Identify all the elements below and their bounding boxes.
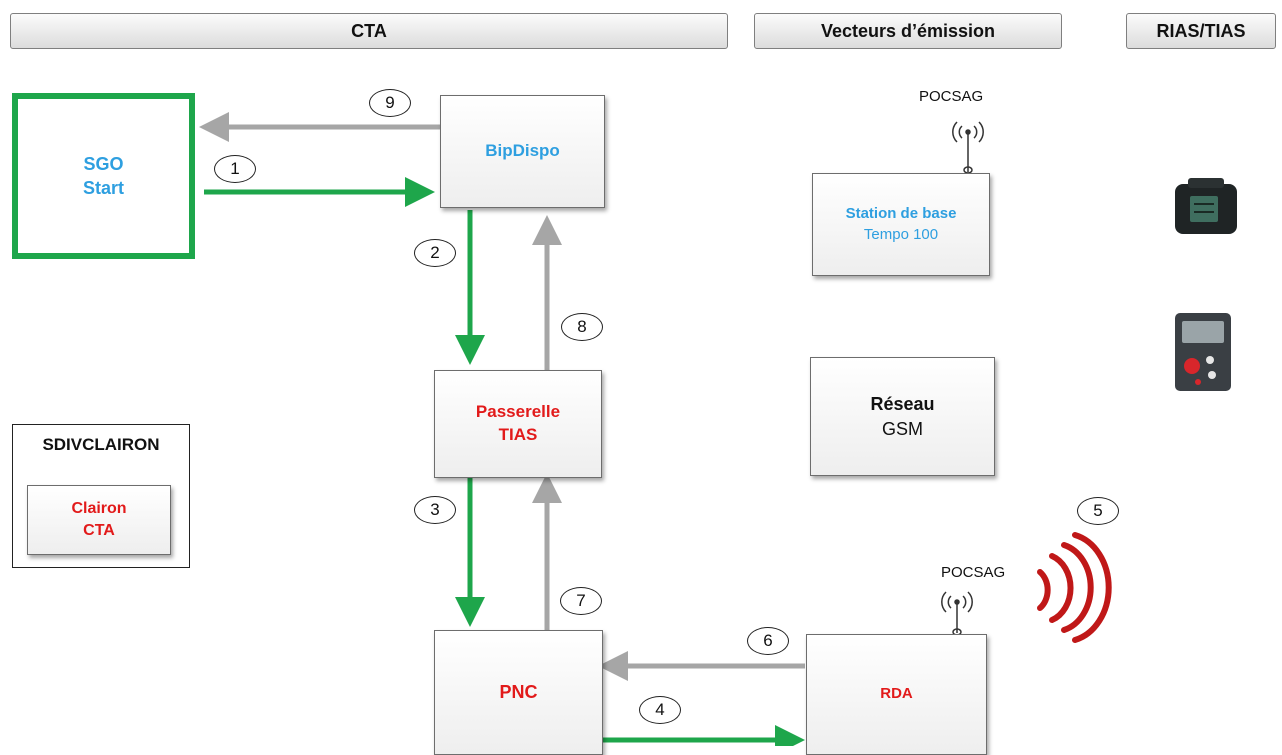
header-cta: CTA: [10, 13, 728, 49]
pnc-label: PNC: [499, 682, 538, 703]
radio-waves-icon: [1037, 532, 1112, 643]
bipdispo-label: BipDispo: [485, 141, 560, 161]
rda-box: RDA: [806, 634, 987, 755]
step-9: 9: [369, 89, 411, 117]
clairon-cta-box: Clairon CTA: [27, 485, 171, 555]
station-label: Station de base: [845, 205, 957, 223]
passerelle-tias-box: Passerelle TIAS: [434, 370, 602, 478]
clairon-label: Clairon: [71, 500, 127, 518]
step-3: 3: [414, 496, 456, 524]
pager-device-icon: [1175, 313, 1231, 391]
pocsag-top-label: POCSAG: [919, 88, 984, 105]
reseau-label: Réseau: [870, 394, 935, 415]
step-4: 4: [639, 696, 681, 724]
sgo-label: SGO: [83, 153, 124, 174]
bipdispo-box: BipDispo: [440, 95, 605, 208]
passerelle-label: Passerelle: [475, 402, 561, 422]
tempo-label: Tempo 100: [863, 225, 939, 243]
antenna-icon: [941, 591, 973, 636]
step-2: 2: [414, 239, 456, 267]
cta-label: CTA: [83, 522, 115, 539]
reseau-gsm-box: Réseau GSM: [810, 357, 995, 476]
station-de-base-box: Station de base Tempo 100: [812, 173, 990, 276]
pager-device-icon: [1175, 178, 1237, 234]
step-7: 7: [560, 587, 602, 615]
sdivclairon-group: SDIVCLAIRON Clairon CTA: [12, 424, 190, 568]
step-5: 5: [1077, 497, 1119, 525]
gsm-label: GSM: [881, 418, 923, 439]
sgo-start-box: SGO Start: [12, 93, 195, 259]
step-8: 8: [561, 313, 603, 341]
step-6: 6: [747, 627, 789, 655]
tias-label: TIAS: [498, 425, 538, 444]
header-vecteurs: Vecteurs d’émission: [754, 13, 1062, 49]
pocsag-bottom-label: POCSAG: [941, 564, 1006, 581]
step-1: 1: [214, 155, 256, 183]
antenna-icon: [952, 121, 984, 174]
rda-label: RDA: [880, 685, 913, 703]
header-rias-tias: RIAS/TIAS: [1126, 13, 1276, 49]
pnc-box: PNC: [434, 630, 603, 755]
sdivclairon-title: SDIVCLAIRON: [42, 435, 160, 454]
start-label: Start: [82, 178, 124, 198]
